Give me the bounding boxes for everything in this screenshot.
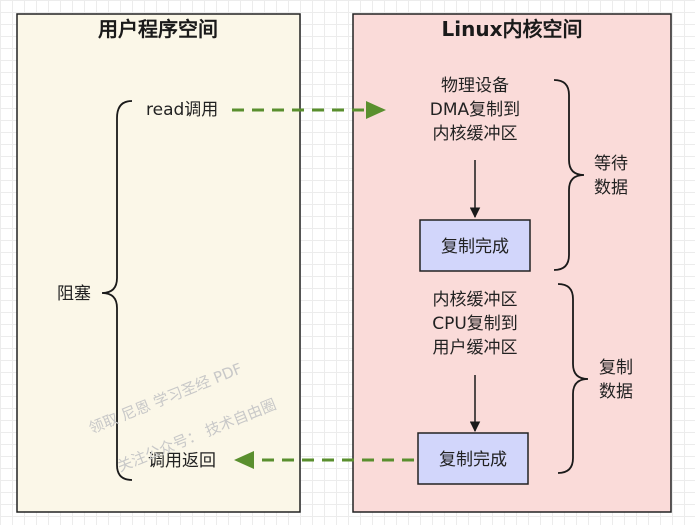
dma-step-line-1: 物理设备 (441, 76, 509, 96)
copy-data-line-1: 复制 (599, 358, 633, 378)
wait-data-line-2: 数据 (594, 178, 628, 198)
dma-step-line-2: DMA复制到 (430, 100, 520, 120)
call-return-label: 调用返回 (148, 451, 216, 471)
copy-done-label-1: 复制完成 (441, 237, 509, 257)
copy-data-brace (557, 283, 589, 474)
user-space-title: 用户程序空间 (98, 17, 218, 41)
kernel-space-title: Linux内核空间 (442, 17, 583, 41)
kernel-space-panel: Linux内核空间 物理设备 DMA复制到 内核缓冲区 复制完成 内核缓冲区 C… (352, 13, 672, 513)
block-label: 阻塞 (57, 284, 91, 304)
copy-data-line-2: 数据 (599, 382, 633, 402)
return-arrow (234, 451, 414, 469)
user-space-panel: 用户程序空间 阻塞 read调用 调用返回 (16, 13, 301, 513)
wait-data-brace (553, 79, 585, 271)
copy-done-box-2 (417, 432, 529, 485)
user-space-box (16, 13, 301, 513)
wait-data-line-1: 等待 (594, 154, 628, 174)
cpu-step-line-3: 用户缓冲区 (433, 338, 518, 358)
dma-step-line-3: 内核缓冲区 (433, 124, 518, 144)
copy-done-box-1 (419, 219, 531, 272)
cpu-step-line-2: CPU复制到 (432, 314, 518, 334)
block-brace (101, 100, 133, 481)
copy-done-label-2: 复制完成 (439, 450, 507, 470)
read-request-arrow (232, 101, 386, 119)
read-call-label: read调用 (146, 100, 218, 120)
cpu-step-line-1: 内核缓冲区 (433, 290, 518, 310)
